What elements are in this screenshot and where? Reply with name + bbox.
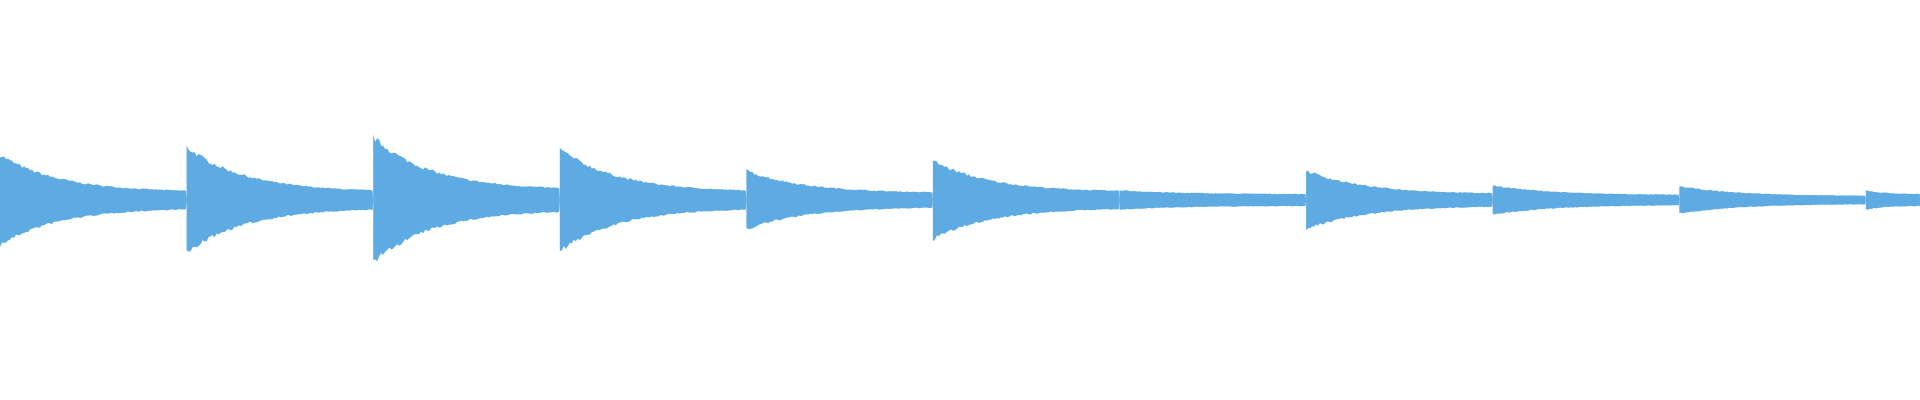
waveform-segment-0 xyxy=(0,156,187,247)
waveform-segment-1 xyxy=(186,145,374,252)
waveform-segment-2 xyxy=(373,134,560,262)
waveform-segment-3 xyxy=(559,147,747,251)
waveform-segment-9 xyxy=(1679,186,1866,214)
waveform-segment-10 xyxy=(1865,190,1920,210)
waveform-segment-7 xyxy=(1306,170,1493,231)
waveform-segments xyxy=(0,134,1920,262)
waveform-segment-5 xyxy=(932,160,1120,242)
waveform-segment-8 xyxy=(1492,185,1680,215)
waveform-segment-4 xyxy=(746,169,933,230)
waveform-segment-6 xyxy=(1119,190,1307,210)
